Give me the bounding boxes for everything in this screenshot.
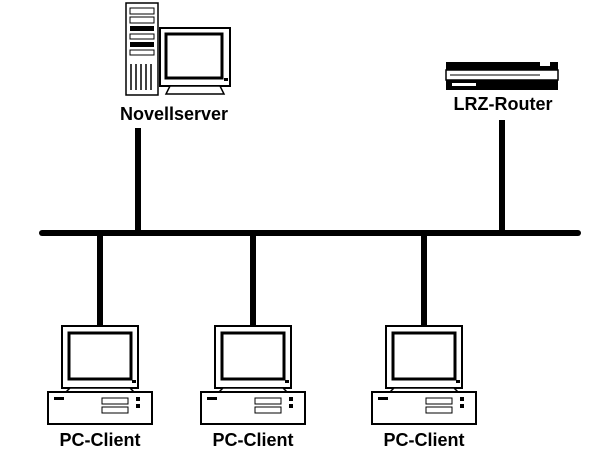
router-label: LRZ-Router xyxy=(453,94,553,114)
server-tower-with-monitor-icon xyxy=(125,2,231,96)
desktop-pc-icon xyxy=(371,325,477,425)
desktop-pc-icon xyxy=(200,325,306,425)
client-label-1: PC-Client xyxy=(59,430,141,450)
client-label-3: PC-Client xyxy=(383,430,465,450)
server-label: Novellserver xyxy=(119,104,229,124)
router-icon xyxy=(445,62,559,90)
desktop-pc-icon xyxy=(47,325,153,425)
client-label-2: PC-Client xyxy=(212,430,294,450)
